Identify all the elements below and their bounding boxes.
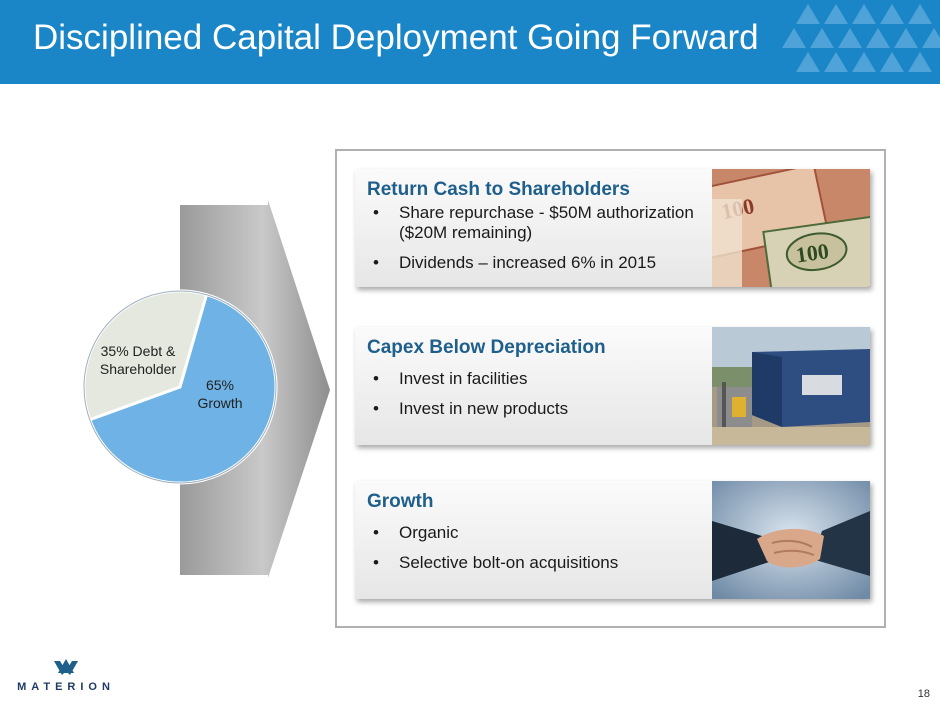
triangle-pattern-decoration [782, 4, 940, 72]
bullet-icon: • [373, 399, 379, 418]
pie-label-growth: 65% Growth [180, 376, 260, 412]
slide-header: Disciplined Capital Deployment Going For… [0, 0, 940, 84]
card-growth: Growth • Organic • Selective bolt-on acqui… [355, 481, 870, 599]
handshake-image [712, 481, 870, 599]
bullet-icon: • [373, 253, 379, 272]
bullet-text: Share repurchase - $50M authorization ($… [399, 203, 694, 242]
pie-label-growth-line2: Growth [197, 395, 243, 411]
bullet-text: Invest in facilities [399, 369, 528, 388]
list-item: • Invest in facilities [355, 369, 705, 389]
materion-logo: MATERION [16, 657, 116, 700]
bullet-list: • Invest in facilities • Invest in new pro… [355, 369, 705, 429]
card-capex: Capex Below Depreciation • Invest in faci… [355, 327, 870, 445]
card-title: Capex Below Depreciation [367, 337, 606, 358]
list-item: • Organic [355, 523, 705, 543]
bullet-text: Organic [399, 523, 459, 542]
card-title: Return Cash to Shareholders [367, 179, 630, 200]
bullet-list: • Organic • Selective bolt-on acquisitions [355, 523, 705, 583]
pie-outline [83, 290, 277, 484]
bullet-icon: • [373, 553, 379, 572]
allocation-pie-chart [82, 289, 278, 485]
page-number: 18 [917, 688, 930, 700]
bullet-icon: • [373, 203, 379, 222]
bullet-list: • Share repurchase - $50M authorization (… [355, 203, 705, 283]
facility-image [712, 327, 870, 445]
list-item: • Share repurchase - $50M authorization (… [355, 203, 705, 243]
pie-label-growth-line1: 65% [205, 377, 235, 393]
pie-label-debt-line1: 35% Debt & [100, 343, 176, 359]
bullet-icon: • [373, 369, 379, 388]
logo-wordmark: MATERION [17, 681, 115, 693]
bullet-icon: • [373, 523, 379, 542]
list-item: • Dividends – increased 6% in 2015 [355, 253, 705, 273]
list-item: • Selective bolt-on acquisitions [355, 553, 705, 573]
card-title: Growth [367, 491, 434, 512]
svg-text:100: 100 [794, 238, 830, 267]
bullet-text: Dividends – increased 6% in 2015 [399, 253, 657, 272]
bullet-text: Invest in new products [399, 399, 569, 418]
pie-label-debt-shareholder: 35% Debt & Shareholder [92, 342, 184, 378]
materion-logo-mark-icon [54, 659, 78, 675]
share-certificates-image: 100 100 [712, 169, 870, 287]
pie-label-debt-line2: Shareholder [99, 361, 177, 377]
card-return-cash: Return Cash to Shareholders • Share repur… [355, 169, 870, 287]
slide-title: Disciplined Capital Deployment Going For… [33, 18, 759, 57]
list-item: • Invest in new products [355, 399, 705, 419]
bullet-text: Selective bolt-on acquisitions [399, 553, 619, 572]
